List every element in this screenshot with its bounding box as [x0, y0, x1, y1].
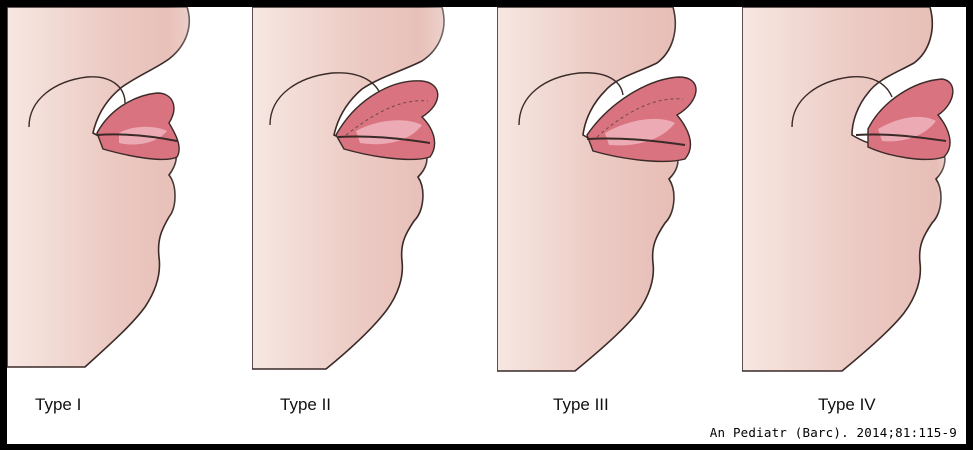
type-label: Type I [35, 395, 81, 415]
panel-type-2: Type II [252, 7, 497, 444]
panel-type-4: Type IV [742, 7, 973, 444]
type-label: Type II [280, 395, 331, 415]
type-label: Type III [553, 395, 609, 415]
type-label: Type IV [818, 395, 876, 415]
profile-illustration-type-4 [742, 7, 973, 444]
profile-illustration-type-2 [252, 7, 497, 444]
citation-text: An Pediatr (Barc). 2014;81:115-9 [710, 425, 957, 440]
panel-type-3: Type III [497, 7, 742, 444]
profile-illustration-type-3 [497, 7, 742, 444]
profile-illustration-type-1 [7, 7, 252, 444]
panel-type-1: Type I [7, 7, 252, 444]
